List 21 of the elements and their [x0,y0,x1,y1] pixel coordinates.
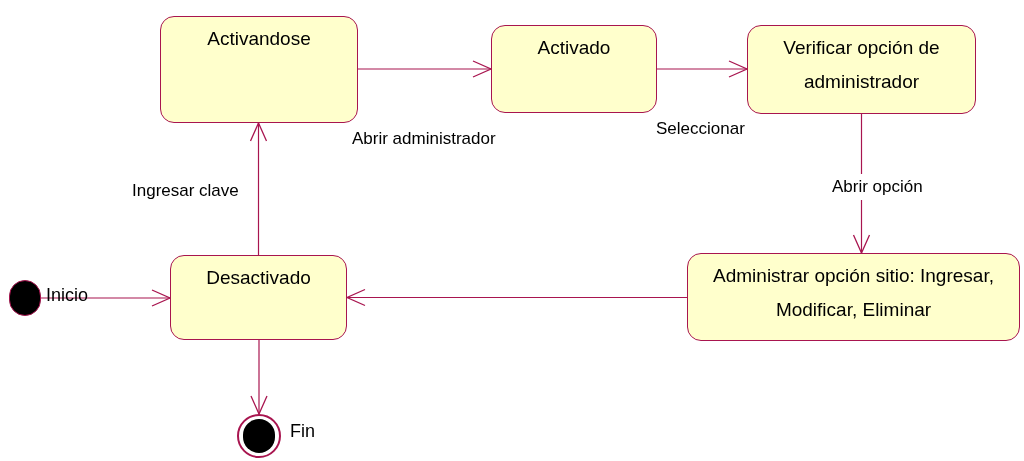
transition-arrow [656,60,748,78]
initial-state [9,280,41,316]
transition-arrow [40,289,171,307]
transition-arrow [250,339,268,415]
state-box [160,16,358,123]
transition-arrow [357,60,492,78]
state-name: Administrar opción sitio: Ingresar, Modificar, Eliminar [712,264,995,322]
state-box [747,25,976,114]
transition-arrow [346,288,688,307]
state-name: Desactivado [206,266,311,290]
final-state [237,414,281,458]
state-box [687,253,1020,341]
edge-label: Abrir opción [830,174,925,200]
transition-arrow [249,122,268,256]
state-box [491,25,657,113]
state-caption: Inicio [46,284,89,307]
state-box [170,255,347,340]
state-caption: Fin [290,420,315,443]
state-name: Activado [537,36,611,60]
state-name: Activandose [207,27,311,51]
state-name: Verificar opción de administrador [782,36,941,94]
